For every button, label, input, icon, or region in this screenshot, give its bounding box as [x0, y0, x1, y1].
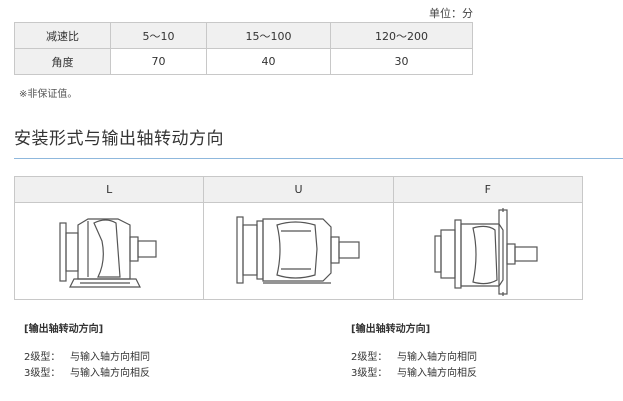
table-cell: 40 [206, 48, 331, 75]
rotation-direction-line: 2级型： 与输入轴方向相同 [24, 350, 150, 366]
unit-label: 单位：分 [429, 7, 473, 20]
table-row-label: 角度 [14, 48, 111, 75]
rotation-direction-title: [输出轴转动方向] [24, 324, 104, 335]
table-header-cell: 15～100 [206, 22, 331, 49]
table-header-cell: 5～10 [110, 22, 207, 49]
rotation-direction-desc: 与输入轴方向相同 [397, 352, 477, 363]
table-header-cell: 减速比 [14, 22, 111, 49]
stage-type-label: 2级型： [351, 352, 388, 363]
mount-label: L [15, 177, 204, 203]
table-cell: 70 [110, 48, 207, 75]
mount-column-f: F [392, 177, 582, 299]
mount-column-u: U [203, 177, 393, 299]
rotation-direction-desc: 与输入轴方向相同 [70, 352, 150, 363]
rotation-direction-desc: 与输入轴方向相反 [70, 368, 150, 379]
stage-type-label: 2级型： [24, 352, 61, 363]
table-header-row: 减速比 5～10 15～100 120～200 [14, 22, 473, 49]
gearmotor-foot-mount-drawing [59, 218, 157, 288]
rotation-direction-desc: 与输入轴方向相反 [397, 368, 477, 379]
rotation-direction-line: 3级型： 与输入轴方向相反 [351, 366, 477, 382]
rotation-direction-title: [输出轴转动方向] [351, 324, 431, 335]
rotation-direction-block-right: [输出轴转动方向] 2级型： 与输入轴方向相同 3级型： 与输入轴方向相反 [351, 322, 477, 382]
mount-image-l [15, 203, 203, 299]
stage-type-label: 3级型： [24, 368, 61, 379]
gearmotor-flange-mount-drawing [434, 208, 538, 296]
mount-label: F [393, 177, 582, 203]
section-title: 安装形式与输出轴转动方向 [14, 129, 224, 149]
rotation-direction-line: 3级型： 与输入轴方向相反 [24, 366, 150, 382]
table-header-cell: 120～200 [330, 22, 473, 49]
table-row: 角度 70 40 30 [14, 48, 473, 75]
mount-label: U [204, 177, 393, 203]
gearmotor-u-mount-drawing [236, 216, 361, 284]
reduction-angle-table: 减速比 5～10 15～100 120～200 角度 70 40 30 [14, 22, 473, 75]
rotation-direction-block-left: [输出轴转动方向] 2级型： 与输入轴方向相同 3级型： 与输入轴方向相反 [24, 322, 150, 382]
mount-column-l: L [15, 177, 204, 299]
disclaimer-note: ※非保证值。 [19, 89, 78, 100]
mount-image-f [394, 203, 582, 299]
mounting-type-table: L U [14, 176, 583, 300]
mount-image-u [204, 203, 392, 299]
stage-type-label: 3级型： [351, 368, 388, 379]
table-cell: 30 [330, 48, 473, 75]
section-divider [14, 158, 623, 159]
rotation-direction-line: 2级型： 与输入轴方向相同 [351, 350, 477, 366]
